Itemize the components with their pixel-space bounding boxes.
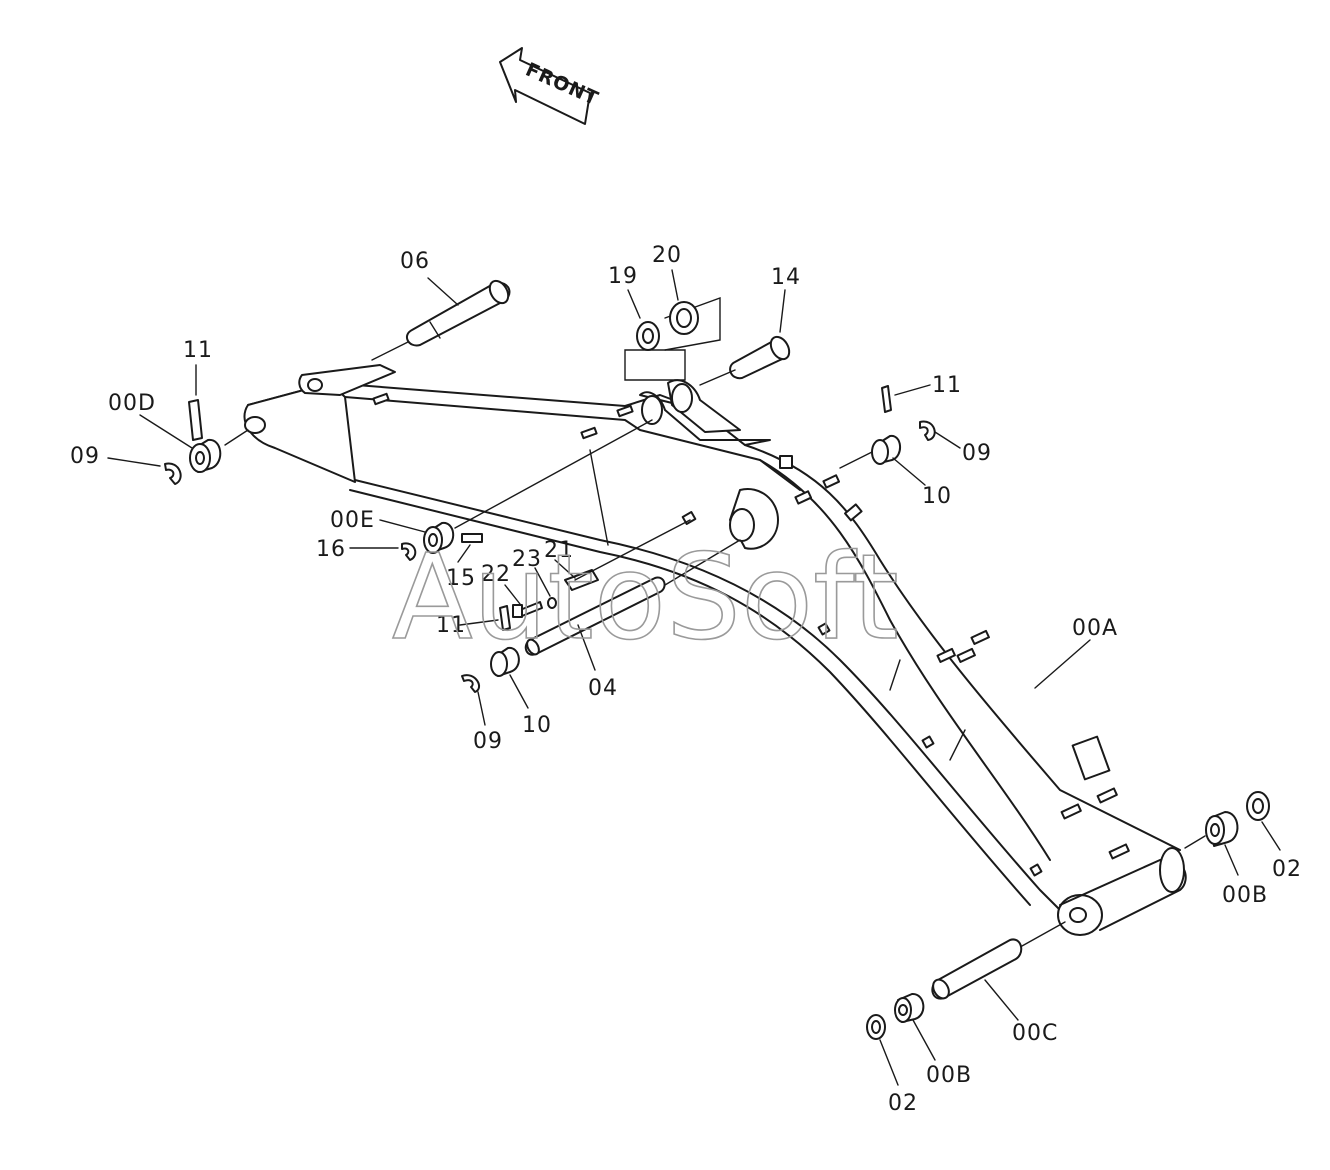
- bush-10-right: [871, 434, 901, 465]
- pin-04: [524, 576, 666, 656]
- ring-09-left: [164, 462, 182, 485]
- callout-21: 21: [544, 538, 574, 563]
- leader-06: [427, 277, 459, 306]
- bush-00E: [423, 521, 455, 554]
- callout-06: 06: [400, 249, 430, 274]
- callout-00D: 00D: [108, 391, 156, 416]
- callout-19: 19: [608, 264, 638, 289]
- pin-11-top-left: [188, 399, 203, 441]
- leader-00A: [1034, 639, 1091, 689]
- front-arrow-icon: FRONT: [499, 47, 602, 125]
- clip-21: [564, 569, 599, 591]
- pin-11-right: [881, 385, 892, 413]
- callout-02-bottom: 02: [888, 1091, 918, 1116]
- washer-02-bottom: [866, 1014, 886, 1040]
- boom-body: [243, 364, 1187, 936]
- bolt-22: [512, 601, 543, 618]
- washer-02-right: [1246, 791, 1270, 821]
- callout-00B-bottom: 00B: [926, 1063, 972, 1088]
- bush-00B-right: [1205, 811, 1239, 847]
- pin-00C: [931, 938, 1023, 1000]
- pin-11-mid: [499, 605, 511, 631]
- washer-23: [547, 597, 557, 609]
- pin-15: [461, 533, 483, 543]
- washers-19-20: [624, 297, 721, 381]
- bush-00D: [189, 438, 222, 473]
- boom-pads: [372, 392, 1130, 877]
- callout-10-right: 10: [922, 484, 952, 509]
- pin-06: [405, 279, 511, 347]
- bush-10-mid: [490, 646, 520, 677]
- callout-10-mid: 10: [522, 713, 552, 738]
- ring-09-mid: [461, 674, 481, 693]
- callout-20: 20: [652, 243, 682, 268]
- ring-16: [401, 542, 417, 561]
- watermark-text: AutoSoft: [392, 528, 899, 666]
- callout-15: 15: [446, 566, 476, 591]
- callout-16: 16: [316, 537, 346, 562]
- callout-11-right: 11: [932, 373, 962, 398]
- bush-00B-bottom: [894, 992, 925, 1023]
- callout-09-right: 09: [962, 441, 992, 466]
- callout-00A: 00A: [1072, 616, 1118, 641]
- callout-11-top-left: 11: [183, 338, 213, 363]
- callout-14: 14: [771, 265, 801, 290]
- callout-00C: 00C: [1012, 1021, 1058, 1046]
- callout-23: 23: [512, 547, 542, 572]
- callout-11-mid: 11: [436, 613, 466, 638]
- callout-09-left: 09: [70, 444, 100, 469]
- callout-00B-right: 00B: [1222, 883, 1268, 908]
- ring-09-right: [919, 420, 936, 441]
- callout-09-mid: 09: [473, 729, 503, 754]
- pin-14: [729, 335, 791, 380]
- callout-00E: 00E: [330, 508, 375, 533]
- callout-02-right: 02: [1272, 857, 1302, 882]
- callout-04: 04: [588, 676, 618, 701]
- callout-22: 22: [481, 562, 511, 587]
- callout-labels: 06 19 20 14 11 00D 09 11 09 10 00E 16 15…: [70, 243, 1302, 1116]
